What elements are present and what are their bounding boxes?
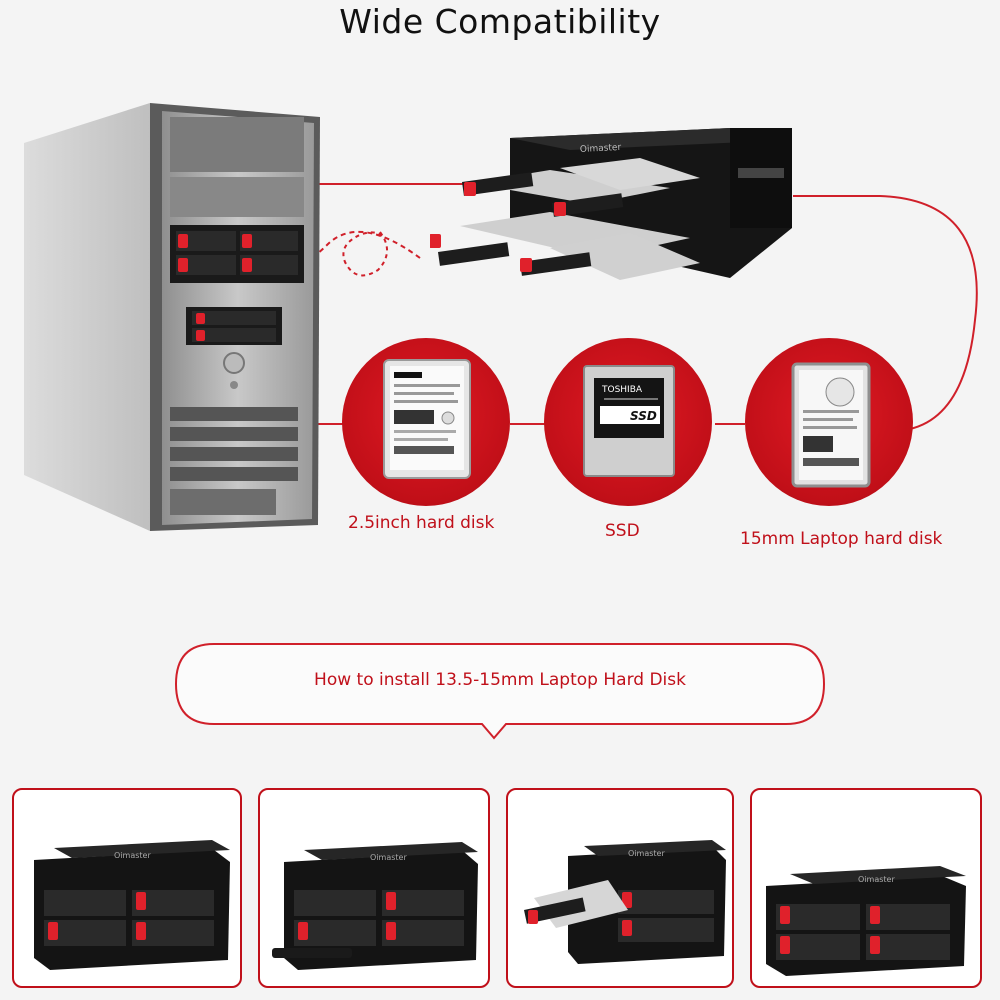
- ssd-icon: TOSHIBA SSD: [583, 365, 675, 477]
- install-step-4-panel: Oimaster: [750, 788, 982, 988]
- brand-text: Oimaster: [580, 143, 622, 155]
- page-title: Wide Compatibility: [339, 2, 661, 41]
- ssd-brand-text: TOSHIBA: [601, 385, 643, 395]
- install-step-1-panel: Oimaster: [12, 788, 242, 988]
- callout-bubble: [174, 643, 826, 740]
- label-ssd: SSD: [605, 521, 640, 541]
- hard-disk-icon: [383, 359, 471, 479]
- hdd-circle: [342, 338, 510, 506]
- ssd-label-text: SSD: [630, 409, 657, 423]
- hard-disk-icon: [791, 362, 871, 488]
- install-instruction-text: How to install 13.5-15mm Laptop Hard Dis…: [314, 670, 686, 690]
- brand-text: Oimaster: [114, 851, 151, 860]
- brand-text: Oimaster: [370, 853, 407, 862]
- label-2-5inch-hard-disk: 2.5inch hard disk: [348, 513, 495, 533]
- enclosure-image: Oimaster: [34, 840, 230, 970]
- install-step-2-panel: Oimaster: [258, 788, 490, 988]
- label-15mm-laptop-hard-disk: 15mm Laptop hard disk: [740, 529, 943, 549]
- enclosure-image: Oimaster: [524, 840, 726, 964]
- laptop-hdd-circle: [745, 338, 913, 506]
- enclosure-image: Oimaster: [272, 842, 478, 970]
- ssd-circle: TOSHIBA SSD: [544, 338, 712, 506]
- brand-text: Oimaster: [628, 849, 665, 858]
- enclosure-image: Oimaster: [766, 866, 966, 976]
- brand-text: Oimaster: [858, 875, 895, 884]
- pc-tower-image: [24, 103, 320, 531]
- install-step-3-panel: Oimaster: [506, 788, 734, 988]
- mobile-rack-image: Oimaster: [430, 128, 792, 280]
